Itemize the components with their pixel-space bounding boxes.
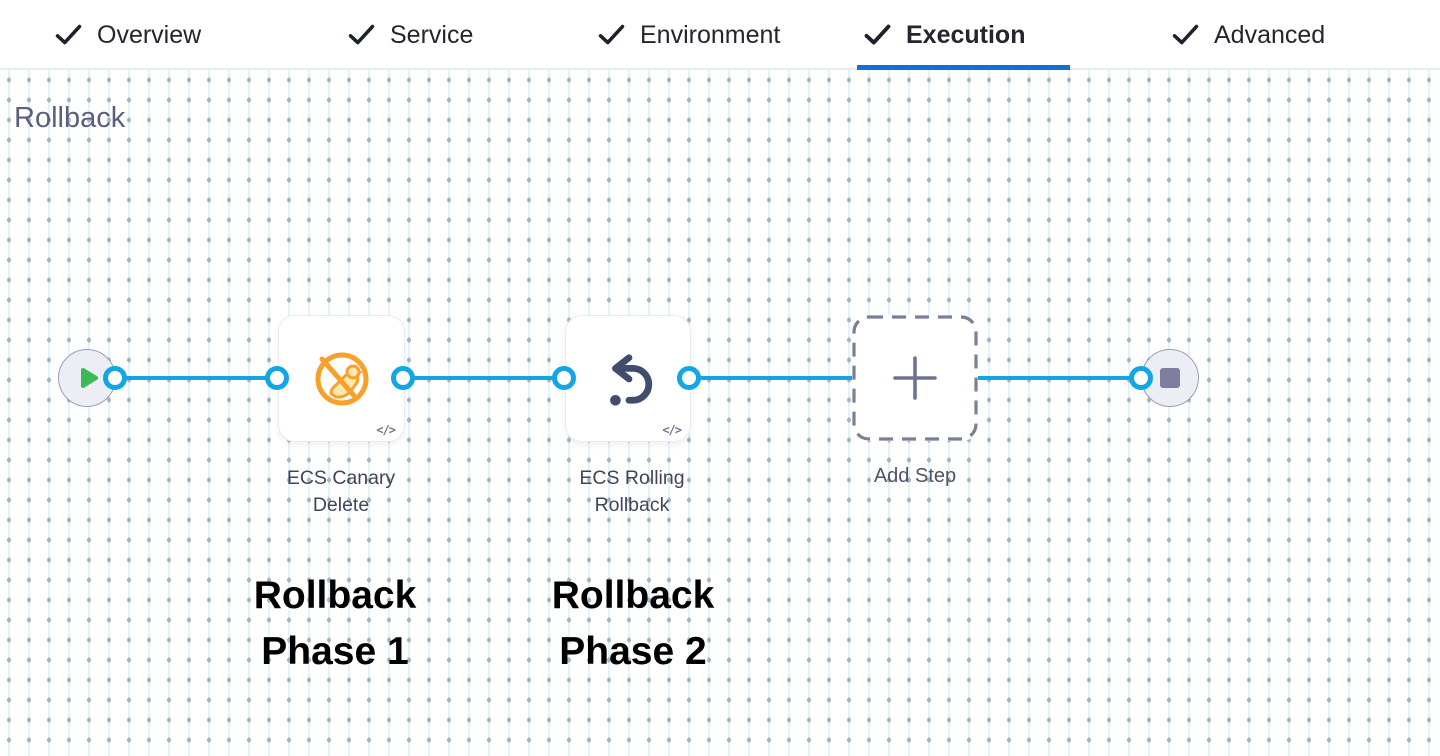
tab-label: Advanced [1214,20,1326,49]
code-badge-icon: </> [376,423,396,437]
annotation-line: Phase 1 [261,630,409,673]
tab-label: Overview [97,20,202,49]
step-card-ecs-rolling-rollback[interactable]: </> [565,315,691,442]
tab-advanced[interactable]: Advanced [1172,0,1325,70]
annotation-line: Rollback [253,574,417,617]
annotation-line: Phase 2 [559,630,707,673]
add-step-label: Add Step [873,465,957,487]
play-icon [80,368,98,388]
tab-overview[interactable]: Overview [55,0,201,70]
port-start-out[interactable] [103,366,127,390]
annotation-rollback-phase-1: Rollback Phase 1 [215,568,455,680]
tab-label: Environment [640,20,781,49]
pipeline-end-node [1141,349,1199,407]
port-step2-in[interactable] [552,366,576,390]
port-step1-in[interactable] [265,366,289,390]
rollback-pipeline-canvas: Rollback </> </> [0,70,1440,756]
ecs-canary-delete-icon [315,352,368,405]
tab-label: Service [390,20,474,49]
port-end-in[interactable] [1129,366,1153,390]
port-step1-out[interactable] [391,366,415,390]
edge-step1-to-step2 [403,376,564,380]
stop-icon [1160,368,1180,388]
tab-label: Execution [906,20,1026,49]
edge-addstep-to-end [978,376,1141,380]
port-step2-out[interactable] [677,366,701,390]
check-icon [864,24,891,45]
step-card-ecs-canary-delete[interactable]: </> [278,315,405,442]
add-step-button[interactable] [852,315,978,441]
ecs-rolling-rollback-icon [610,353,653,406]
annotation-line: Rollback [551,574,715,617]
tab-environment[interactable]: Environment [598,0,780,70]
tab-execution[interactable]: Execution [856,0,1072,70]
edge-start-to-step1 [115,376,277,380]
code-badge-icon: </> [662,423,682,437]
section-title: Rollback [14,102,126,134]
check-icon [348,24,375,45]
check-icon [55,24,82,45]
plus-icon [893,356,937,400]
check-icon [598,24,625,45]
step-label-ecs-canary-delete: ECS Canary Delete [286,467,396,516]
stage-config-tabbar: Overview Service Environment Execution A… [0,0,1440,70]
tab-service[interactable]: Service [348,0,473,70]
edge-step2-to-addstep [689,376,852,380]
step-label-ecs-rolling-rollback: ECS Rolling Rollback [579,467,685,516]
check-icon [1172,24,1199,45]
annotation-rollback-phase-2: Rollback Phase 2 [513,568,753,680]
